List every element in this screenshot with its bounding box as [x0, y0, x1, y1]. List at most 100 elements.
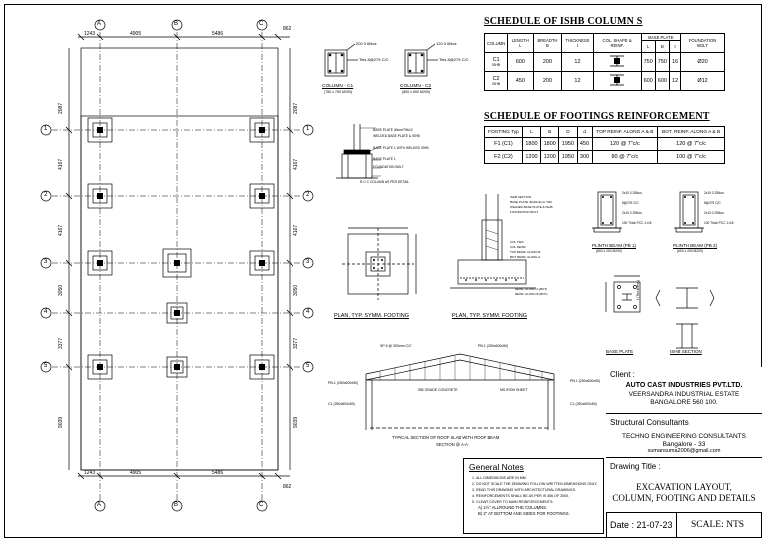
cell-b: 1800	[540, 137, 560, 151]
footing-section-detail	[450, 194, 536, 289]
dim-bottom-4: 862	[283, 484, 292, 490]
footing-b5	[166, 356, 188, 378]
general-notes-box: General Notes ALL DIMENSIONS ARE IN MM. …	[463, 458, 604, 534]
footing-schedule-title: SCHEDULE OF FOOTINGS REINFORCEMENT	[484, 111, 710, 122]
dim-right-5: 3377	[293, 337, 299, 349]
grid-label-4-left: 4	[44, 309, 48, 315]
dim-right-6: 9039	[293, 416, 299, 428]
cell-bp-t: 16	[668, 52, 682, 72]
cell-thickness: 12	[561, 71, 594, 91]
dim-right-1: 2087	[293, 102, 299, 114]
grid-label-3-left: 3	[44, 259, 48, 265]
thickness-label: t (Thickness)	[636, 279, 640, 300]
cell-thickness: 12	[561, 52, 594, 72]
bp-callout-5: FOUNDATION BOLT	[373, 165, 404, 169]
hdr-shape: COL. SHAPE & REINF.	[592, 33, 642, 53]
hdr-d-lower: d	[576, 126, 593, 138]
footing-b4	[166, 302, 188, 324]
grid-label-a-top: A	[97, 21, 102, 27]
section-callouts: ISHB SECTION BASE PLATE 40x40x3mm THK WE…	[510, 195, 553, 214]
grid-label-5-right: 5	[306, 363, 310, 369]
note-sub-a: A) 1½" ALLROUND THE COLUMNS.	[478, 505, 548, 510]
grid-label-2-right: 2	[306, 192, 310, 198]
cell-shape	[592, 52, 642, 72]
cell-bp-b: 600	[654, 71, 670, 91]
dim-top-3: 5486	[212, 31, 224, 37]
ishb-section-caption: ISHB SECTION	[670, 349, 702, 354]
grid-label-b-bottom: B	[174, 502, 179, 508]
cell-bp-l: 750	[640, 52, 656, 72]
drawing-date: Date : 21-07-23	[610, 520, 673, 530]
hdr-length: LENGTH L	[507, 33, 534, 53]
notes-title: General Notes	[469, 462, 524, 472]
consultant-section: Structural Consultants TECHNO ENGINEERIN…	[606, 414, 762, 458]
date-scale-row: Date : 21-07-23 SCALE: NTS	[606, 513, 762, 538]
drawing-title-section: Drawing Title : EXCAVATION LAYOUT, COLUM…	[606, 458, 762, 513]
client-section: Client : AUTO CAST INDUSTRIES PVT.LTD. V…	[606, 367, 762, 414]
footing-c3	[249, 250, 275, 276]
roof-section-detail	[365, 353, 555, 430]
footing-c2	[249, 183, 275, 209]
footing-a5	[87, 354, 113, 380]
footing-a1	[87, 117, 113, 143]
note-item: CLEAR COVER TO MAIN REINFORCEMENTS:	[476, 499, 603, 505]
grid-label-1-right: 1	[306, 126, 310, 132]
plan-footing-detail	[342, 227, 417, 300]
ishb-schedule-table: COLUMN LENGTH L BREADTH B THICKNESS t CO…	[483, 33, 725, 91]
roof-section-title: TYPICAL SECTION OF ROOF SLAB WITH ROOF B…	[392, 435, 500, 440]
cell-d-lower: 450	[576, 137, 593, 151]
footing-schedule-table: FOOTING Typ L B D d TOP REINF. ALONG A &…	[484, 126, 725, 164]
hdr-b: B	[540, 126, 560, 138]
cell-d-upper: 1950	[558, 150, 578, 164]
ishb-shape-icon	[610, 55, 625, 67]
dim-right-3: 4167	[293, 224, 299, 236]
roof-section-sub: SECTION @ A-A	[436, 442, 468, 447]
hdr-thickness: THICKNESS t	[561, 33, 594, 53]
note-item: ALL DIMENSIONS ARE IN MM.	[476, 475, 603, 481]
cell-shape	[592, 71, 642, 91]
cell-top: 120 @ 7"c/c	[591, 137, 659, 151]
c1-note-tie: Ties 8@275 C/C	[359, 57, 389, 62]
plinth-beam-2-caption: PLINTH BEAM (PB 2)	[673, 243, 718, 248]
bp-callout-1: BASE PLATE 40mmTHk12	[373, 128, 413, 132]
table-row: F2 (C2) 1200 1200 1950 300 80 @ 7"c/c 10…	[484, 150, 725, 164]
c1-size: (750 x 750 M200)	[324, 90, 353, 94]
cell-type: F2 (C2)	[484, 150, 523, 164]
hdr-bolt: FOUNDATION BOLT	[680, 33, 725, 53]
plinth-beam-1-size: (600 x 200 M200)	[596, 249, 622, 253]
footing-c5	[249, 354, 275, 380]
cell-length: 600	[507, 52, 534, 72]
hdr-d-upper: D	[558, 126, 578, 138]
base-plate-caption: BASE PLATE	[606, 349, 634, 354]
section-callouts-lower: COL TIES COL REINF TOP REINF. ALONG B BO…	[510, 240, 541, 259]
hdr-column: COLUMN	[483, 33, 509, 53]
hdr-bp-t: t	[668, 40, 682, 53]
drawing-title-label: Drawing Title :	[610, 462, 661, 471]
consultant-name: TECHNO ENGINEERING CONSULTANTS	[622, 433, 746, 440]
base-plate-ishb-detail	[605, 275, 715, 349]
dim-bottom-3: 5486	[212, 470, 224, 476]
grid-label-a-bottom: A	[97, 502, 102, 508]
hdr-base-plate: BASE PLATE	[640, 33, 682, 41]
plan-footing-caption-1: PLAN, TYP. SYMM. FOOTING	[334, 313, 409, 319]
dim-left-2: 4167	[58, 158, 64, 170]
cell-bp-t: 12	[668, 71, 682, 91]
bp-callout-3: BASE PLATE 1 WITH WELDED ISHB	[373, 146, 429, 150]
grid-label-b-top: B	[174, 21, 179, 27]
cell-top: 80 @ 7"c/c	[591, 150, 659, 164]
cell-bot: 120 @ 7"c/c	[657, 137, 725, 151]
c1-note-top: 200 0 6Nos	[356, 41, 377, 46]
consultant-email: sumansuma2006@gmail.com	[647, 448, 721, 454]
hdr-footing-type: FOOTING Typ	[484, 126, 523, 138]
plinth-beam-2-size: (600 x 200 M200)	[677, 249, 703, 253]
dim-left-5: 3377	[58, 337, 64, 349]
plinth-beam-1-caption: PLINTH BEAM (PB 1)	[592, 243, 637, 248]
note-item: READ THIS DRAWING WITH ARCHITECTURAL DRA…	[476, 487, 603, 493]
title-divider	[676, 513, 677, 538]
base-plate-connection-detail	[336, 124, 382, 179]
column-sections	[324, 43, 438, 77]
c2-note-tie: Ties 8@275 C/C	[439, 57, 469, 62]
roof-callout-4: MS IRON SHEET	[500, 388, 528, 392]
